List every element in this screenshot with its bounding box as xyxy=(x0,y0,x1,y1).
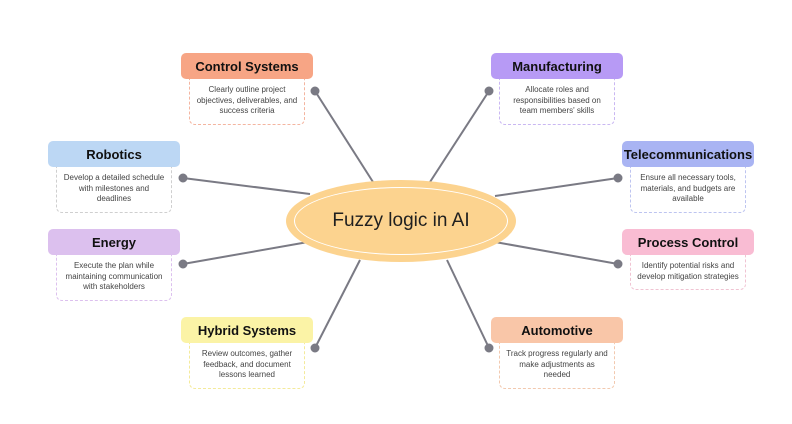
node-automotive: Automotive Track progress regularly and … xyxy=(491,317,623,389)
connector-automotive xyxy=(446,259,490,349)
connector-dot-telecommunications xyxy=(613,173,623,183)
connector-dot-energy xyxy=(178,259,188,269)
node-desc-control-systems: Clearly outline project objectives, deli… xyxy=(189,79,305,125)
connector-telecommunications xyxy=(494,177,619,197)
node-energy: Energy Execute the plan while maintainin… xyxy=(48,229,180,301)
node-title-control-systems: Control Systems xyxy=(181,53,313,79)
connector-robotics xyxy=(182,177,311,195)
node-title-process-control: Process Control xyxy=(622,229,754,255)
node-desc-robotics: Develop a detailed schedule with milesto… xyxy=(56,167,172,213)
node-title-telecommunications: Telecommunications xyxy=(622,141,754,167)
center-topic: Fuzzy logic in AI xyxy=(286,180,516,262)
connector-control-systems xyxy=(314,90,374,183)
connector-dot-hybrid-systems xyxy=(310,343,320,353)
node-telecommunications: Telecommunications Ensure all necessary … xyxy=(622,141,754,213)
node-desc-hybrid-systems: Review outcomes, gather feedback, and do… xyxy=(189,343,305,389)
node-desc-automotive: Track progress regularly and make adjust… xyxy=(499,343,615,389)
node-title-automotive: Automotive xyxy=(491,317,623,343)
connector-dot-manufacturing xyxy=(484,86,494,96)
connector-dot-control-systems xyxy=(310,86,320,96)
node-title-manufacturing: Manufacturing xyxy=(491,53,623,79)
node-control-systems: Control Systems Clearly outline project … xyxy=(181,53,313,125)
connector-process-control xyxy=(494,241,619,265)
center-topic-label: Fuzzy logic in AI xyxy=(294,187,508,255)
node-desc-telecommunications: Ensure all necessary tools, materials, a… xyxy=(630,167,746,213)
connector-dot-automotive xyxy=(484,343,494,353)
node-hybrid-systems: Hybrid Systems Review outcomes, gather f… xyxy=(181,317,313,389)
connector-dot-robotics xyxy=(178,173,188,183)
connector-dot-process-control xyxy=(613,259,623,269)
node-desc-manufacturing: Allocate roles and responsibilities base… xyxy=(499,79,615,125)
node-title-hybrid-systems: Hybrid Systems xyxy=(181,317,313,343)
node-title-energy: Energy xyxy=(48,229,180,255)
node-robotics: Robotics Develop a detailed schedule wit… xyxy=(48,141,180,213)
connector-energy xyxy=(182,241,309,265)
node-title-robotics: Robotics xyxy=(48,141,180,167)
node-process-control: Process Control Identify potential risks… xyxy=(622,229,754,290)
node-manufacturing: Manufacturing Allocate roles and respons… xyxy=(491,53,623,125)
connector-manufacturing xyxy=(429,90,490,183)
node-desc-process-control: Identify potential risks and develop mit… xyxy=(630,255,746,290)
connector-hybrid-systems xyxy=(314,259,361,349)
node-desc-energy: Execute the plan while maintaining commu… xyxy=(56,255,172,301)
